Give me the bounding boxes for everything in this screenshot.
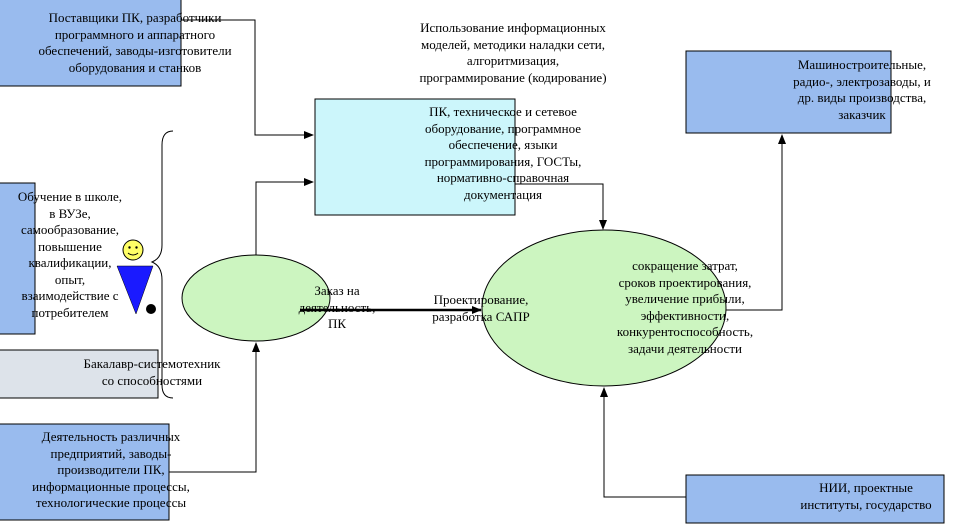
- pc-equipment-box: [314, 98, 516, 216]
- arrow-order-to-pc: [255, 178, 314, 255]
- pc-equipment-label: ПК, техническое и сетевое оборудование, …: [424, 104, 582, 202]
- arrow-design-to-plants: [726, 134, 786, 311]
- smiley-face-icon: [122, 239, 144, 261]
- bachelor-box: [0, 349, 159, 399]
- research-box: [685, 474, 945, 524]
- education-label: Обучение в школе, в ВУЗе, самообразовани…: [17, 189, 123, 320]
- suppliers-box: [0, 0, 182, 87]
- smiley-eye-right: [135, 246, 138, 249]
- design-label: Проектирование, разработка САПР: [432, 292, 530, 324]
- info-models-label: Использование информационных моделей, ме…: [419, 20, 607, 85]
- smiley-mouth: [127, 252, 139, 256]
- arrow-enterprises-to-order: [169, 342, 260, 473]
- suppliers-label: Поставщики ПК, разработчики программного…: [38, 10, 232, 75]
- person-dot-icon: [146, 304, 156, 314]
- machine-plants-box: [685, 50, 892, 134]
- person-body-icon: [116, 265, 154, 315]
- machine-plants-label: Машиностроительные, радио-, электрозавод…: [793, 57, 931, 122]
- bachelor-label: Бакалавр-системотехник со способностями: [83, 356, 221, 388]
- design-ellipse: [481, 229, 727, 387]
- enterprises-label: Деятельность различных предприятий, заво…: [32, 429, 190, 510]
- arrow-pc-to-design: [515, 183, 607, 230]
- research-label: НИИ, проектные институты, государство: [800, 480, 932, 512]
- smiley-eye-left: [128, 246, 131, 249]
- goals-label: сокращение затрат, сроков проектирования…: [616, 258, 754, 356]
- enterprises-box: [0, 423, 170, 521]
- arrow-suppliers-to-pc: [181, 19, 314, 139]
- curly-brace: [150, 130, 174, 399]
- order-label: Заказ на деятельность, ПК: [298, 283, 376, 331]
- arrow-research-to-design: [600, 387, 686, 498]
- education-box: [0, 182, 36, 335]
